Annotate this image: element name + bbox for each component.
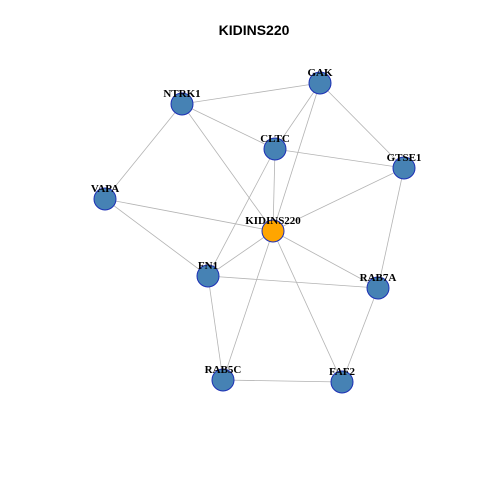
node-label-rab5c: RAB5C xyxy=(205,364,242,376)
node-gtse1: GTSE1 xyxy=(387,152,422,180)
edge-cltc-gtse1 xyxy=(274,148,405,169)
edge-rab7a-faf2 xyxy=(341,287,379,383)
node-cltc: CLTC xyxy=(260,133,290,161)
edge-vapa-fn1 xyxy=(104,198,209,277)
node-circle-cltc xyxy=(263,137,287,161)
edge-layer xyxy=(104,82,405,383)
edge-ntrk1-gak xyxy=(181,82,321,105)
graph-title: KIDINS220 xyxy=(219,22,290,38)
edge-cltc-fn1 xyxy=(207,148,276,277)
node-circle-gak xyxy=(308,71,332,95)
node-circle-vapa xyxy=(93,187,117,211)
edge-ntrk1-cltc xyxy=(181,103,276,150)
edge-gtse1-kidins220 xyxy=(272,167,405,232)
node-label-gak: GAK xyxy=(307,67,333,79)
node-vapa: VAPA xyxy=(91,183,119,211)
node-circle-ntrk1 xyxy=(170,92,194,116)
edge-fn1-rab5c xyxy=(207,275,224,381)
edge-kidins220-faf2 xyxy=(272,230,343,383)
edge-fn1-rab7a xyxy=(207,275,379,289)
node-circle-rab5c xyxy=(211,368,235,392)
edge-gak-kidins220 xyxy=(272,82,321,232)
node-kidins220: KIDINS220 xyxy=(245,215,301,243)
node-rab7a: RAB7A xyxy=(360,272,397,300)
edge-gak-gtse1 xyxy=(319,82,405,169)
node-label-cltc: CLTC xyxy=(260,133,290,145)
node-label-ntrk1: NTRK1 xyxy=(163,88,200,100)
node-faf2: FAF2 xyxy=(329,366,356,394)
edge-vapa-kidins220 xyxy=(104,198,274,232)
node-label-gtse1: GTSE1 xyxy=(387,152,422,164)
node-circle-kidins220 xyxy=(261,219,285,243)
node-label-kidins220: KIDINS220 xyxy=(245,215,301,227)
edge-kidins220-fn1 xyxy=(207,230,274,277)
edge-gak-cltc xyxy=(274,82,321,150)
node-ntrk1: NTRK1 xyxy=(163,88,201,116)
node-label-faf2: FAF2 xyxy=(329,366,356,378)
edge-kidins220-rab5c xyxy=(222,230,274,381)
node-circle-fn1 xyxy=(196,264,220,288)
edge-gtse1-rab7a xyxy=(377,167,405,289)
edge-ntrk1-kidins220 xyxy=(181,103,274,232)
node-label-vapa: VAPA xyxy=(91,183,119,195)
node-circle-faf2 xyxy=(330,370,354,394)
edge-ntrk1-vapa xyxy=(104,103,183,200)
node-circle-rab7a xyxy=(366,276,390,300)
node-circle-gtse1 xyxy=(392,156,416,180)
node-label-rab7a: RAB7A xyxy=(360,272,397,284)
node-rab5c: RAB5C xyxy=(205,364,242,392)
edge-rab5c-faf2 xyxy=(222,379,343,383)
edge-kidins220-rab7a xyxy=(272,230,379,289)
node-fn1: FN1 xyxy=(196,260,220,288)
node-gak: GAK xyxy=(307,67,333,95)
node-label-fn1: FN1 xyxy=(198,260,218,272)
edge-cltc-kidins220 xyxy=(272,148,276,232)
